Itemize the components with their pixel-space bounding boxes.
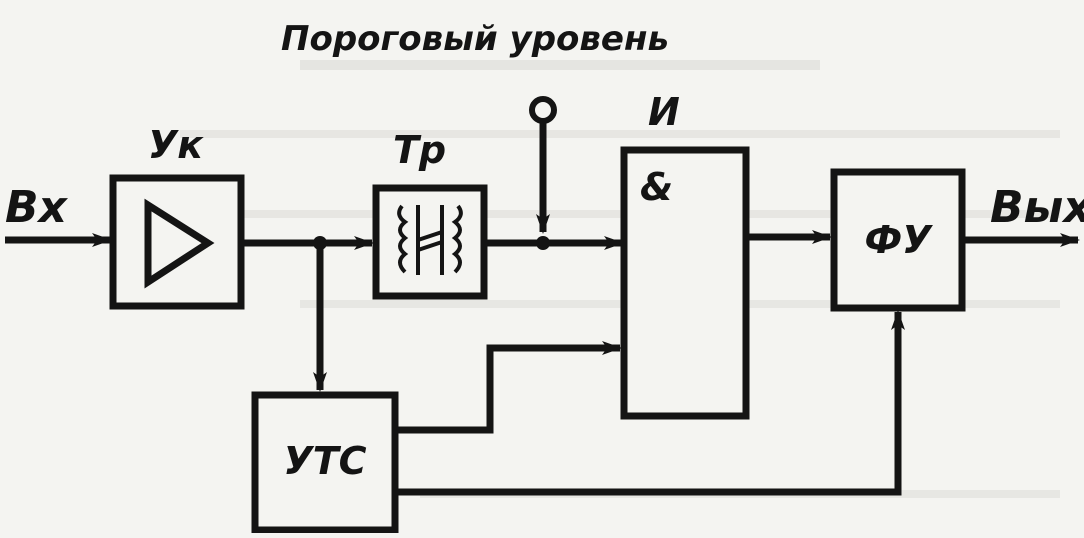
control-block	[251, 391, 399, 534]
amplifier-triangle-icon	[144, 198, 215, 289]
control-label: УТС	[283, 439, 366, 483]
shaper-label: ФУ	[865, 218, 934, 262]
control-to-and-wire	[395, 341, 622, 434]
threshold-level-title: Пороговый уровень	[281, 19, 669, 59]
input-label: Вх	[5, 182, 69, 233]
trigger-symbol-icon	[397, 204, 463, 275]
control-to-shaper-wire	[395, 310, 905, 496]
threshold-terminal	[529, 96, 557, 124]
amplifier-block	[109, 174, 245, 310]
threshold-junction-dot	[536, 236, 550, 250]
trigger-label: Тр	[393, 128, 446, 172]
and-gate-block	[620, 146, 750, 420]
output-label: Вых	[990, 182, 1084, 233]
and-gate-name: И	[648, 90, 680, 134]
trigger-block	[372, 184, 488, 300]
amplifier-label: Ук	[148, 123, 204, 167]
and-gate-symbol: &	[640, 165, 673, 209]
